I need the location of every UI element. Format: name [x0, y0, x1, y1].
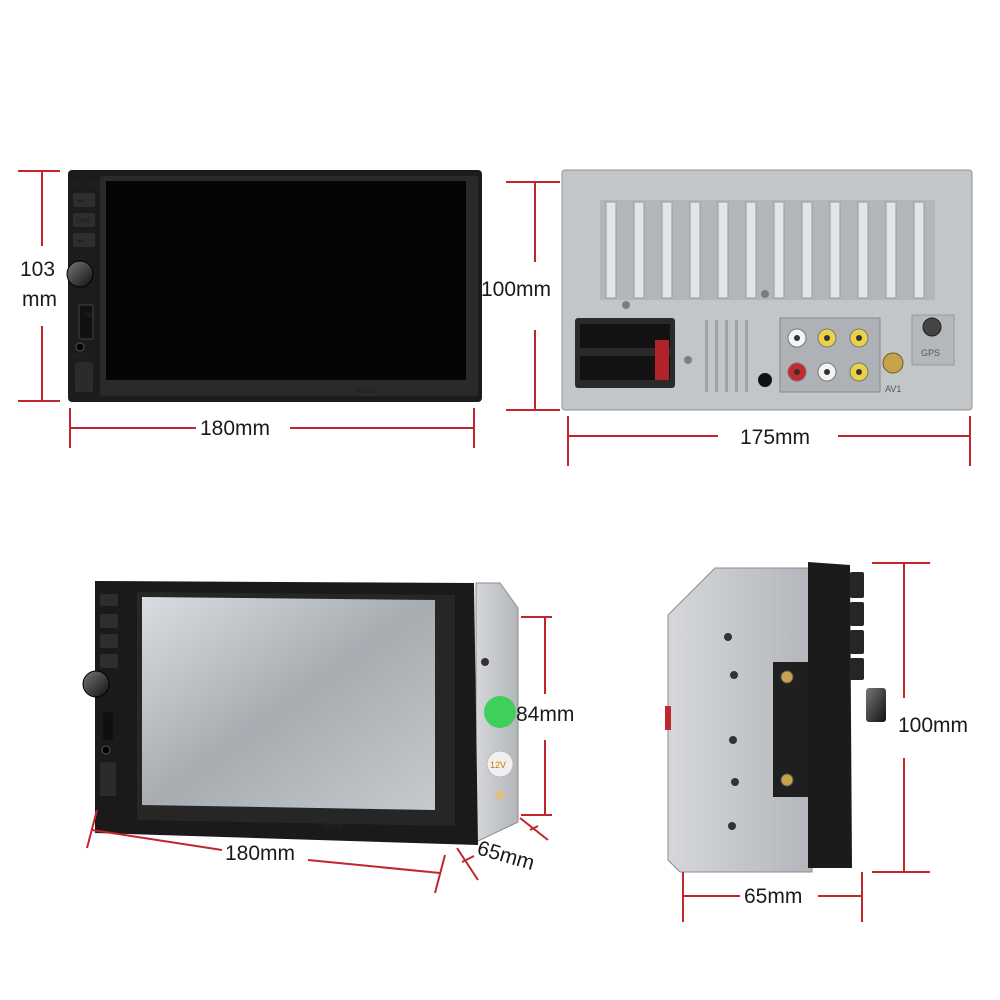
rear-height-value: 100mm: [481, 278, 551, 301]
rear-hole-icon: [761, 290, 769, 298]
aux-jack[interactable]: [75, 342, 85, 352]
angled-depth-value: 65mm: [475, 837, 537, 875]
angled-volume-knob[interactable]: [82, 670, 110, 698]
voltage-sticker: [486, 750, 514, 778]
rca-red-pin: [794, 369, 800, 375]
side-depth-value: 65mm: [744, 885, 802, 908]
rca-yellow-pin-1: [824, 335, 830, 341]
angled-screen: [142, 597, 435, 810]
angled-height-value: 84mm: [516, 703, 574, 726]
gps-label: GPS: [921, 348, 940, 358]
front-width-dimension: [69, 408, 475, 448]
side-height-dimension: [872, 562, 930, 873]
prev-button[interactable]: [73, 193, 95, 207]
volume-knob[interactable]: [66, 260, 94, 288]
angled-next-button[interactable]: [100, 654, 118, 668]
angled-top-button[interactable]: [100, 594, 118, 606]
rear-width-dimension: [567, 416, 971, 466]
side-bezel-profile: [808, 562, 852, 868]
tf-label: TF: [84, 313, 93, 320]
aux-label: AUX: [72, 353, 87, 360]
rca-yellow-pin-2: [856, 335, 862, 341]
side-volume-knob[interactable]: [866, 688, 886, 722]
rca-jack-panel: [779, 317, 881, 393]
antenna-jack[interactable]: [758, 373, 772, 387]
rear-screw-icon: [622, 301, 630, 309]
side-view: 100mm 65mm: [665, 562, 968, 922]
rear-width-value: 175mm: [740, 426, 810, 449]
side-bracket: [773, 662, 813, 797]
iso-connector-latch: [655, 340, 669, 380]
angled-prev-button[interactable]: [100, 614, 118, 628]
prev-icon: ⏮: [78, 198, 85, 205]
angled-aux-jack[interactable]: [101, 745, 111, 755]
front-screen: [106, 181, 466, 380]
front-model-label: 7018B: [355, 388, 376, 395]
angled-tf-slot[interactable]: [103, 712, 113, 740]
angled-height-dimension: [521, 616, 552, 816]
gps-antenna-jack[interactable]: [922, 317, 942, 337]
angled-depth-dimension: [456, 817, 549, 881]
front-height-dimension: [18, 170, 60, 402]
angled-usb-cover[interactable]: [100, 762, 116, 796]
heatsink-fins: [605, 201, 925, 299]
next-icon: ⏭: [78, 238, 85, 245]
rst-label: RST: [87, 182, 102, 189]
bracket-screw-top-icon: [780, 670, 794, 684]
side-mount-holes: [724, 633, 739, 830]
usb-cover[interactable]: [75, 362, 93, 392]
front-width-value: 180mm: [200, 417, 270, 440]
rear-vent-slots: [705, 320, 748, 392]
voltage-sticker-label: 12V: [490, 760, 506, 770]
side-depth-dimension: [682, 872, 863, 922]
iso-screw-icon: [684, 356, 692, 364]
angled-screw-icon: [481, 658, 489, 666]
rear-height-dimension: [506, 181, 560, 411]
av-in-jack[interactable]: [882, 352, 904, 374]
rca-white-pin: [794, 335, 800, 341]
green-sticker-icon: [484, 696, 516, 728]
rca-white-pin-2: [824, 369, 830, 375]
front-height-value: 103: [20, 258, 55, 281]
tf-card-slot[interactable]: [78, 304, 94, 340]
mode-button[interactable]: [73, 213, 95, 227]
angled-width-dimension: [86, 809, 446, 894]
angled-view: 7018B 12V 84mm 180mm: [82, 581, 574, 894]
angled-mode-button[interactable]: [100, 634, 118, 648]
next-button[interactable]: [73, 233, 95, 247]
front-view: 103 mm 180mm 7018B MIC RST ⏮ ⏻/M ⏭ TF AU…: [18, 170, 482, 448]
side-button-profiles: [850, 572, 864, 680]
av-label: AV1: [885, 384, 901, 394]
side-height-value: 100mm: [898, 714, 968, 737]
bracket-screw-bottom-icon: [780, 773, 794, 787]
front-height-unit: mm: [22, 288, 57, 311]
mic-label: MIC: [73, 182, 86, 189]
mode-icon: ⏻/M: [76, 217, 89, 225]
angled-model-label: 7018B: [322, 824, 343, 831]
angled-mount-hole-icon: [495, 790, 505, 800]
angled-width-value: 180mm: [225, 842, 295, 865]
side-red-tab: [665, 706, 671, 730]
rca-yellow-pin-3: [856, 369, 862, 375]
rear-heatsink: [600, 200, 935, 300]
rear-view: 100mm 175mm: [481, 169, 973, 466]
